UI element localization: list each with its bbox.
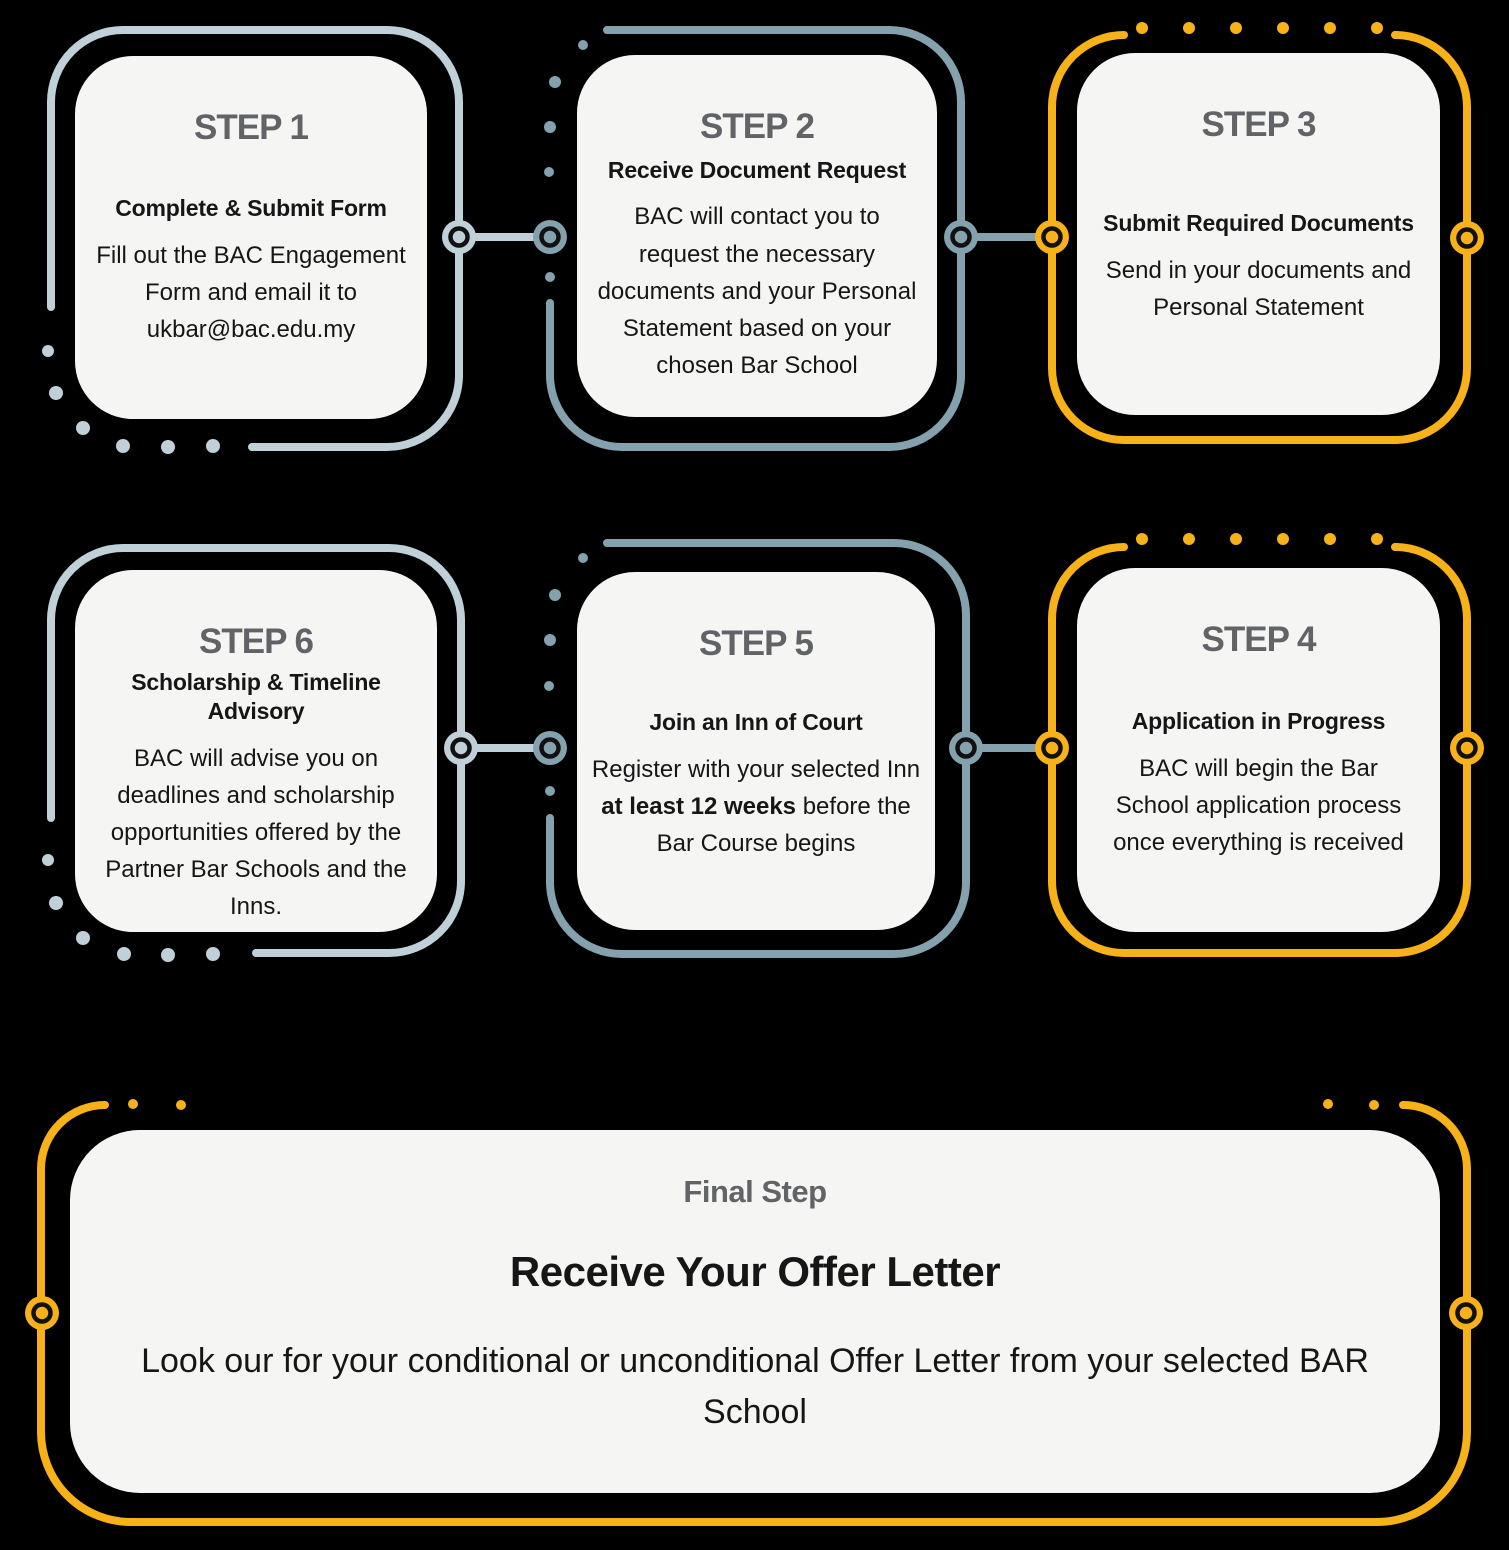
card-step-1: STEP 1 Complete & Submit Form Fill out t…	[75, 56, 427, 419]
step-title: Join an Inn of Court	[649, 708, 863, 735]
final-step-frame	[37, 1101, 1471, 1526]
connector-node	[1035, 220, 1069, 254]
card-step-6: STEP 6 Scholarship & Timeline Advisory B…	[75, 570, 437, 932]
step-content: Join an Inn of Court Register with your …	[577, 664, 935, 930]
step-title: Complete & Submit Form	[115, 195, 387, 222]
step-5-dots	[544, 553, 588, 796]
final-step-body: Look our for your conditional or uncondi…	[141, 1342, 1369, 1431]
connector-node	[1449, 1296, 1483, 1330]
step-body: Fill out the BAC Engagement Form and ema…	[96, 242, 406, 344]
step-5-frame	[546, 539, 970, 958]
step-content: Submit Required Documents Send in your d…	[1079, 145, 1439, 415]
connector-node	[442, 220, 476, 254]
final-step-dots	[128, 1099, 1379, 1110]
step-heading: STEP 1	[194, 108, 309, 147]
step-heading: STEP 6	[199, 622, 314, 661]
final-step-heading: Final Step	[683, 1174, 827, 1209]
step-body: BAC will begin the Bar School applicatio…	[1113, 754, 1404, 856]
connector-node	[944, 220, 978, 254]
step-4-dots	[1136, 533, 1383, 545]
connector-node	[1035, 731, 1069, 765]
card-step-4: STEP 4 Application in Progress BAC will …	[1077, 568, 1440, 932]
step-body: Register with your selected Inn at least…	[591, 755, 921, 857]
step-1-frame	[47, 26, 463, 451]
card-final-step: Final Step Receive Your Offer Letter Loo…	[70, 1130, 1440, 1493]
connector-node	[444, 731, 478, 765]
step-title: Receive Document Request	[607, 156, 907, 183]
step-content: Complete & Submit Form Fill out the BAC …	[77, 148, 425, 419]
step-body: BAC will advise you on deadlines and sch…	[105, 744, 407, 921]
step-heading: STEP 4	[1201, 620, 1317, 659]
step-heading: STEP 2	[700, 107, 815, 146]
step-1-dots	[42, 345, 220, 454]
connector-node	[533, 220, 567, 254]
step-title: Submit Required Documents	[1103, 210, 1414, 237]
final-step-title: Receive Your Offer Letter	[509, 1248, 1001, 1295]
connector-node	[1450, 221, 1484, 255]
card-step-3: STEP 3 Submit Required Documents Send in…	[1077, 53, 1440, 415]
step-heading: STEP 5	[699, 624, 814, 663]
step-3-dots	[1136, 22, 1383, 34]
connector-node	[949, 731, 983, 765]
step-6-dots	[42, 854, 220, 962]
card-step-5: STEP 5 Join an Inn of Court Register wit…	[577, 572, 935, 930]
step-title: Application in Progress	[1131, 707, 1386, 734]
step-2-dots	[544, 40, 588, 282]
step-3-frame	[1048, 31, 1471, 444]
step-content: Application in Progress BAC will begin t…	[1089, 660, 1429, 932]
connector-node	[25, 1296, 59, 1330]
step-body: Send in your documents and Personal Stat…	[1105, 257, 1412, 322]
step-6-frame	[47, 544, 465, 957]
connector-node	[533, 731, 567, 765]
step-title: Scholarship & Timeline Advisory	[131, 669, 381, 724]
card-step-2: STEP 2 Receive Document Request BAC will…	[577, 55, 937, 417]
step-content: Receive Document Request BAC will contac…	[583, 147, 931, 417]
step-4-frame	[1048, 543, 1471, 957]
step-2-frame	[546, 26, 965, 451]
step-content: Scholarship & Timeline Advisory BAC will…	[75, 662, 437, 955]
connector-node	[1450, 731, 1484, 765]
step-heading: STEP 3	[1201, 105, 1317, 144]
step-body: BAC will contact you to request the nece…	[597, 203, 917, 380]
